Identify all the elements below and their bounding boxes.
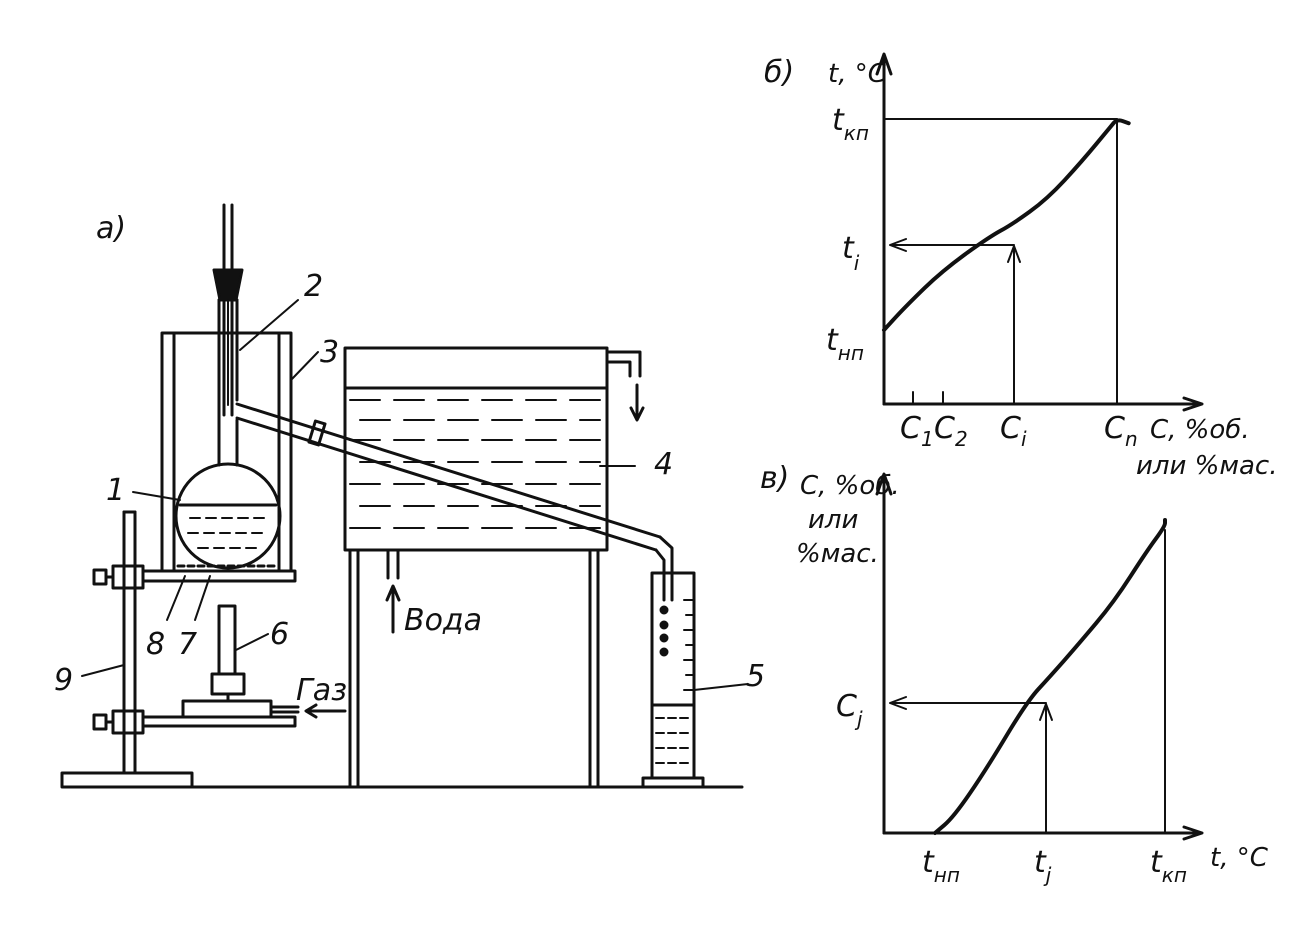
panel-a-apparatus bbox=[60, 203, 749, 789]
chart-c-x-tj: tj bbox=[1034, 845, 1052, 887]
chart-b-xlabel-1: C, %об. bbox=[1150, 415, 1250, 445]
chart-b-x-c1: C1 bbox=[900, 411, 934, 451]
chart-b-x-cn: Cn bbox=[1104, 411, 1138, 451]
water-label: Вода bbox=[404, 603, 482, 638]
chart-c-xlabel: t, °C bbox=[1210, 843, 1269, 873]
chart-b-curve bbox=[882, 118, 1131, 332]
chart-b bbox=[875, 52, 1204, 412]
burner-tube bbox=[217, 604, 237, 676]
condenser-tank bbox=[343, 346, 609, 552]
part-label-8: 8 bbox=[146, 627, 165, 662]
chart-c-x-tnp: tнп bbox=[922, 845, 960, 887]
part-label-3: 3 bbox=[320, 335, 339, 370]
part-label-4: 4 bbox=[654, 447, 673, 482]
chart-b-panel-label: б) bbox=[764, 55, 794, 90]
chart-c-x-tkp: tкп bbox=[1150, 845, 1187, 887]
part-label-6: 6 bbox=[270, 617, 289, 652]
chart-b-y-tkp: tкп bbox=[832, 103, 869, 145]
gas-label: Газ bbox=[296, 673, 347, 708]
jacket-right-wall bbox=[277, 331, 293, 573]
chart-b-y-tnp: tнп bbox=[826, 323, 864, 365]
ring-plate bbox=[141, 569, 297, 583]
chart-b-xlabel-2: или %мас. bbox=[1136, 451, 1278, 481]
chart-c bbox=[875, 472, 1204, 841]
part-label-5: 5 bbox=[746, 659, 765, 694]
chart-b-x-ci: Ci bbox=[1000, 411, 1027, 451]
chart-c-ylabel-2: или bbox=[808, 505, 858, 535]
stand-base bbox=[60, 771, 194, 789]
burner-nozzle bbox=[210, 672, 246, 696]
chart-b-ylabel: t, °C bbox=[828, 59, 887, 89]
part-label-1: 1 bbox=[106, 473, 125, 508]
panel-a-label: а) bbox=[96, 211, 126, 246]
burner-base bbox=[181, 699, 273, 719]
chart-b-y-ti: ti bbox=[842, 231, 860, 275]
part-label-2: 2 bbox=[304, 269, 323, 304]
flask-bulb bbox=[174, 462, 282, 570]
lower-clamp bbox=[111, 709, 145, 735]
chart-c-y-cj: Cj bbox=[836, 689, 863, 731]
chart-b-x-c2: C2 bbox=[934, 411, 968, 451]
chart-c-ylabel-3: %мас. bbox=[796, 539, 879, 569]
chart-c-panel-label: в) bbox=[760, 461, 789, 496]
chart-c-curve bbox=[933, 518, 1167, 835]
part-label-7: 7 bbox=[178, 627, 197, 662]
part-label-9: 9 bbox=[54, 663, 73, 698]
condenser-tube-top bbox=[235, 402, 662, 539]
jacket-left-wall bbox=[160, 331, 176, 573]
upper-clamp bbox=[111, 564, 145, 590]
chart-c-ylabel-1: C, %об. bbox=[800, 471, 900, 501]
